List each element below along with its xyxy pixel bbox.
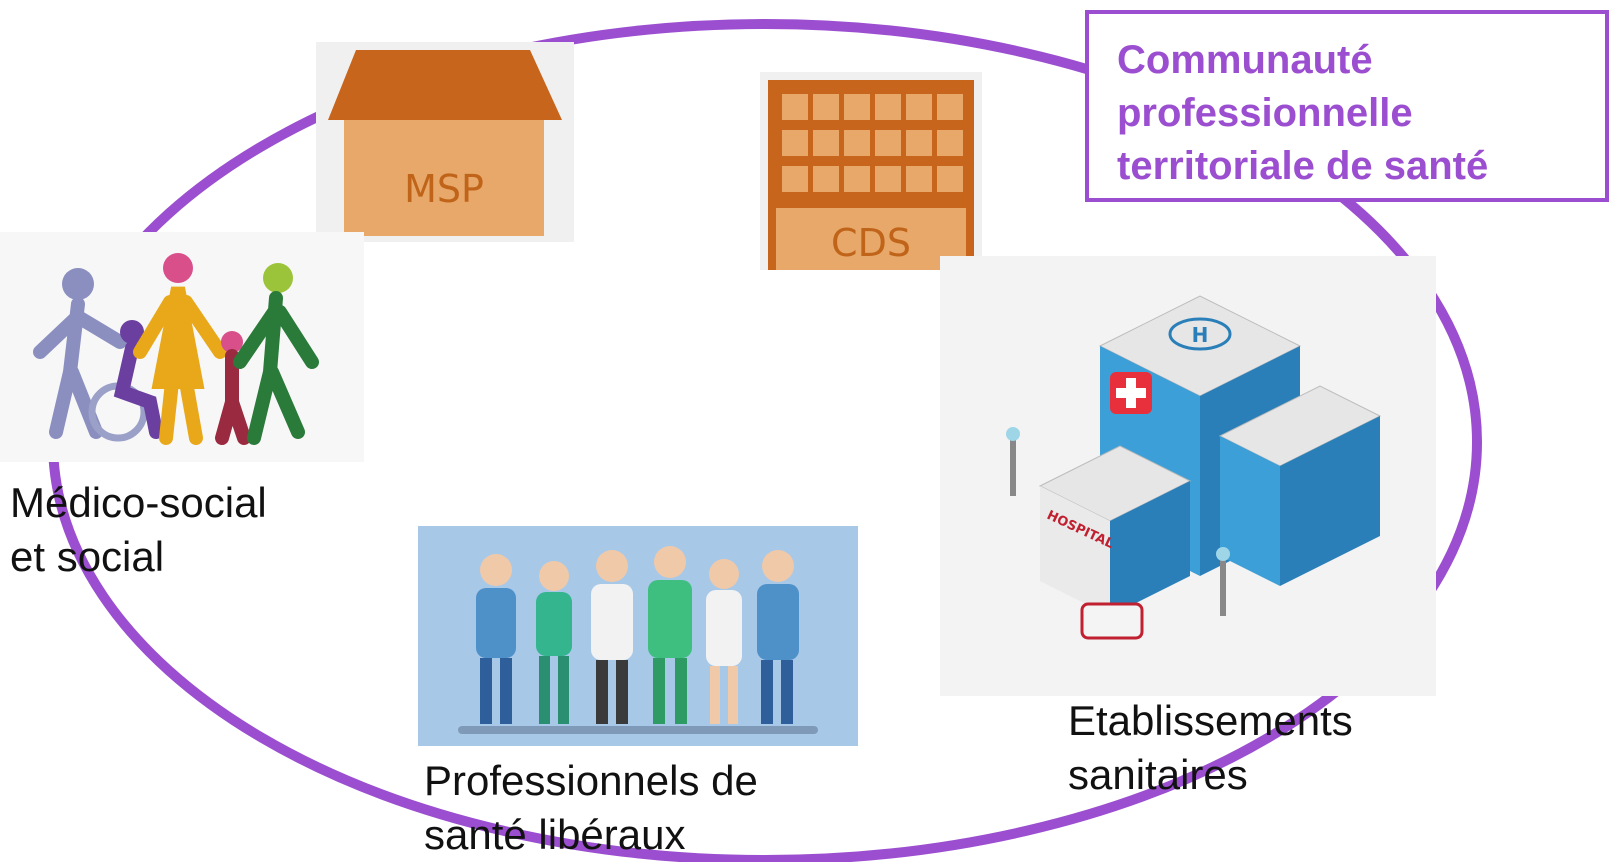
hospital-icon: HOSPITAL H (1006, 295, 1382, 640)
heliport-sign: H (1192, 323, 1209, 347)
cds-label: CDS (831, 221, 911, 265)
msp-tile: MSP (316, 42, 574, 242)
house-icon: MSP (328, 50, 562, 236)
cpts-title-box: Communauté professionnelle territoriale … (1085, 10, 1609, 202)
hospital-tile: HOSPITAL H (940, 256, 1436, 696)
caregivers-icon (458, 546, 818, 734)
caregivers-tile (418, 526, 858, 746)
cpts-title: Communauté professionnelle territoriale … (1117, 38, 1489, 188)
family-icon (33, 253, 319, 445)
family-tile (0, 232, 364, 462)
msp-label: MSP (404, 167, 484, 211)
cds-tile: CDS (760, 72, 982, 270)
medico-social-label: Médico-social et social (10, 479, 267, 580)
etablissements-label: Etablissements sanitaires (1068, 697, 1353, 798)
building-icon: CDS (768, 80, 974, 270)
professionnels-label: Professionnels de santé libéraux (424, 757, 758, 858)
